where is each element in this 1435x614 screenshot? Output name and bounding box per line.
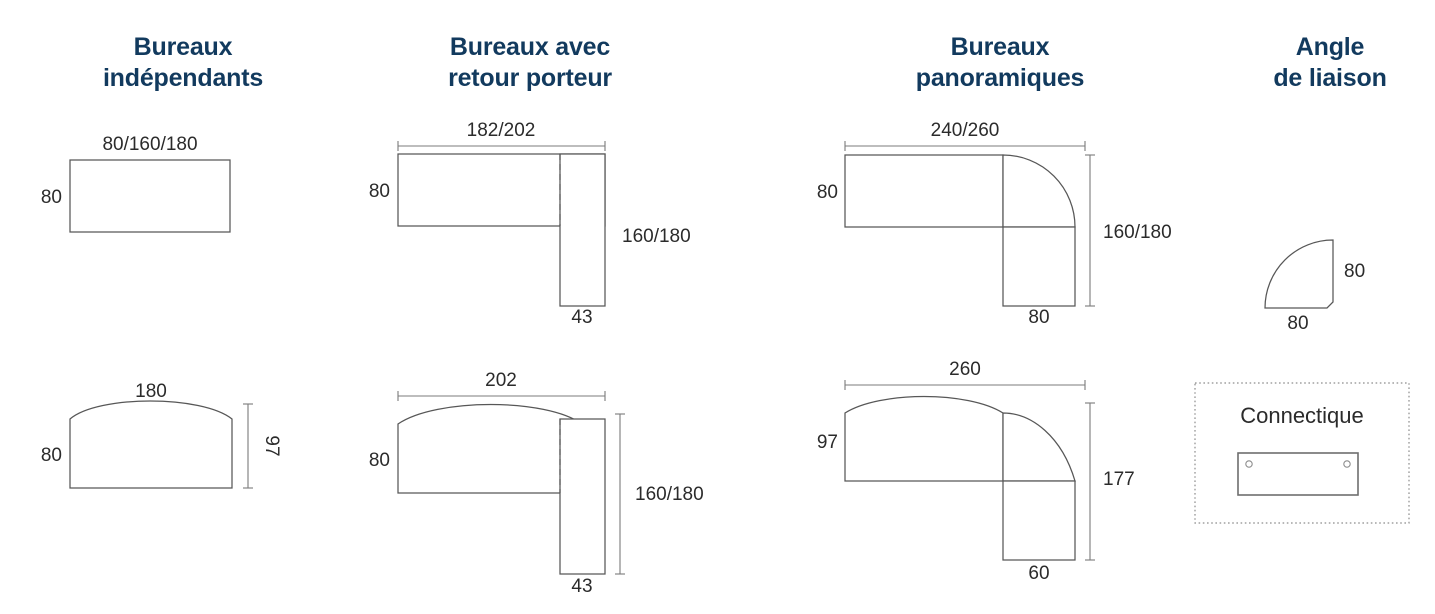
column-title-line-2: retour porteur	[448, 64, 612, 92]
column-title-bureaux-independants: Bureaux indépendants	[28, 32, 338, 94]
dimension-width: 182/202	[467, 120, 536, 141]
connectique-caption: Connectique	[1240, 403, 1364, 428]
dimension-width: 240/260	[931, 120, 1000, 141]
figure-bureau-independant-rectangulaire: 80/160/180 80	[20, 125, 310, 260]
return-panel-outline	[559, 418, 606, 575]
column-title-angle-de-liaison: Angle de liaison	[1230, 32, 1430, 94]
connectique-tray-outline	[1237, 452, 1359, 496]
figure-connectique: Connectique	[1190, 375, 1420, 535]
dimension-height: 160/180	[1103, 222, 1172, 243]
dimension-depth: 80	[817, 182, 838, 203]
dimension-depth: 80	[41, 187, 62, 208]
desk-top-outline	[69, 400, 233, 489]
return-panel-outline	[1002, 226, 1076, 307]
dimension-width: 80/160/180	[102, 134, 197, 155]
dimension-width: 202	[485, 370, 517, 391]
dimension-return-width: 43	[571, 576, 592, 597]
dimension-height: 160/180	[622, 226, 691, 247]
column-title-bureaux-avec-retour-porteur: Bureaux avec retour porteur	[370, 32, 690, 94]
figure-bureau-retour-porteur-rectangulaire: 182/202 80 43 160/180	[350, 118, 720, 328]
dimension-depth: 97	[817, 432, 838, 453]
dimension-width: 260	[949, 359, 981, 380]
figure-bureau-panoramique-galbe: 260 97 60 177	[800, 355, 1200, 595]
grommet-icon-right	[1343, 460, 1351, 468]
dimension-height: 177	[1103, 469, 1135, 490]
corner-quarter-round-outline	[1002, 412, 1076, 482]
dimension-width: 180	[135, 381, 167, 402]
dimension-depth: 80	[369, 181, 390, 202]
corner-quarter-round-outline	[1002, 154, 1076, 228]
dimension-depth: 80	[41, 445, 62, 466]
dimension-depth: 80	[369, 450, 390, 471]
column-title-line-1: Bureaux avec	[449, 33, 611, 61]
column-title-bureaux-panoramiques: Bureaux panoramiques	[840, 32, 1160, 94]
figure-bureau-independant-galbe: 180 80 97	[20, 375, 310, 520]
column-title-line-2: panoramiques	[915, 64, 1085, 92]
desk-top-outline	[844, 154, 1004, 228]
dimension-return-width: 60	[1028, 563, 1049, 584]
dimension-height: 80	[1344, 261, 1365, 282]
dimension-height: 160/180	[635, 484, 704, 505]
column-title-line-1: Angle	[1295, 33, 1365, 61]
column-title-line-1: Bureaux	[950, 33, 1050, 61]
column-title-line-2: indépendants	[102, 64, 264, 92]
figure-bureau-retour-porteur-galbe: 202 80 43 160/180	[350, 368, 720, 598]
dimension-return-width: 80	[1028, 307, 1049, 328]
desk-top-outline	[397, 403, 583, 494]
figure-bureau-panoramique-rectangulaire: 240/260 80 80 160/180	[800, 118, 1200, 328]
column-title-line-2: de liaison	[1273, 64, 1387, 92]
dimension-height: 97	[261, 435, 282, 456]
grommet-icon-left	[1245, 460, 1253, 468]
return-panel-outline	[1002, 480, 1076, 561]
column-title-line-1: Bureaux	[133, 33, 233, 61]
desk-top-outline	[69, 159, 231, 233]
angle-piece-outline	[1264, 239, 1334, 309]
return-panel-outline	[559, 153, 606, 307]
dimension-width: 80	[1287, 313, 1308, 334]
dimension-return-width: 43	[571, 307, 592, 328]
figure-angle-de-liaison: 80 80	[1240, 215, 1420, 335]
desk-top-outline	[844, 395, 1004, 482]
